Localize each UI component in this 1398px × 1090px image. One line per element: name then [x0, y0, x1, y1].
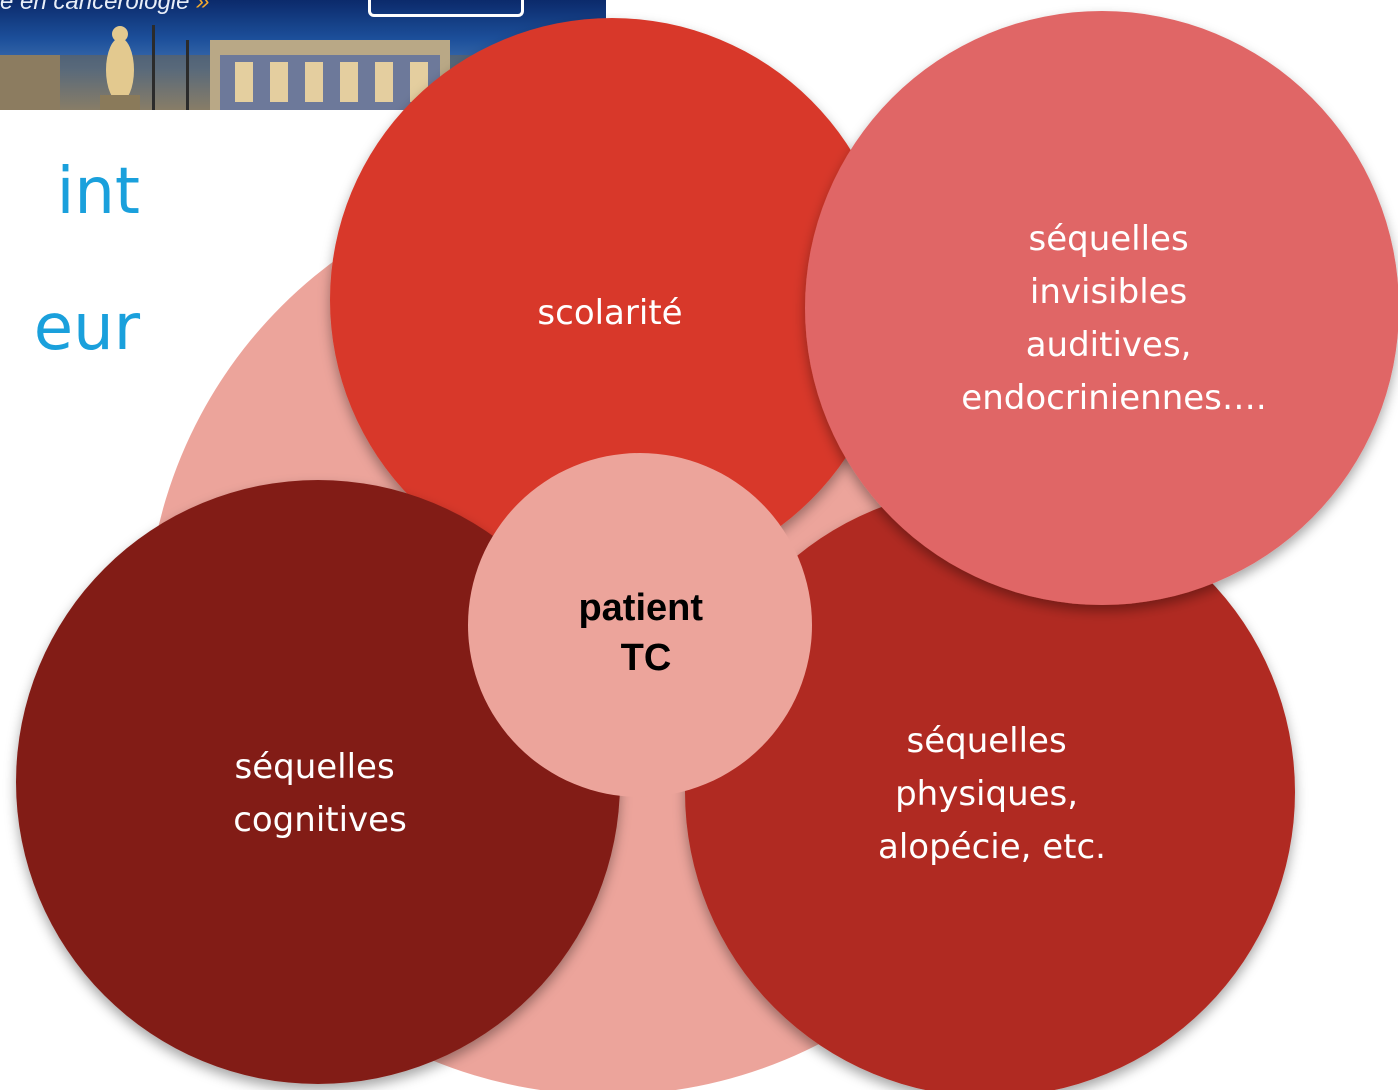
node-label-physiques: séquelles physiques, alopécie, etc.: [878, 721, 1106, 867]
node-label-line: alopécie, etc.: [878, 827, 1106, 867]
node-label-cognitives: séquelles cognitives: [233, 747, 407, 840]
node-circle-physiques: [685, 487, 1295, 1090]
node-label-line: physiques,: [895, 774, 1078, 814]
node-label-invisibles: séquelles invisibles auditives, endocrin…: [961, 219, 1266, 418]
node-label-line: scolarité: [537, 293, 682, 333]
center-label-line: patient: [578, 587, 703, 629]
node-label-line: invisibles: [1030, 272, 1187, 312]
node-label-scolarite: scolarité: [537, 293, 682, 333]
node-label-line: séquelles: [234, 747, 394, 787]
node-circle-invisibles: [805, 11, 1398, 605]
node-label-line: séquelles: [1028, 219, 1188, 259]
title-fragment-1: int: [56, 155, 140, 229]
center-label-line: TC: [621, 637, 672, 679]
node-label-line: cognitives: [233, 800, 407, 840]
title-fragment-2: eur: [33, 291, 140, 365]
banner-text: e en cancérologie: [0, 0, 190, 15]
banner-quote-mark: »: [196, 0, 210, 15]
node-label-line: endocriniennes….: [961, 378, 1266, 418]
node-label-line: auditives,: [1026, 325, 1192, 365]
center-label: patient TC: [578, 587, 713, 679]
node-label-line: séquelles: [906, 721, 1066, 761]
banner-frame: [368, 0, 524, 17]
node-circle-scolarite: [330, 18, 894, 582]
center-circle: [468, 453, 812, 797]
